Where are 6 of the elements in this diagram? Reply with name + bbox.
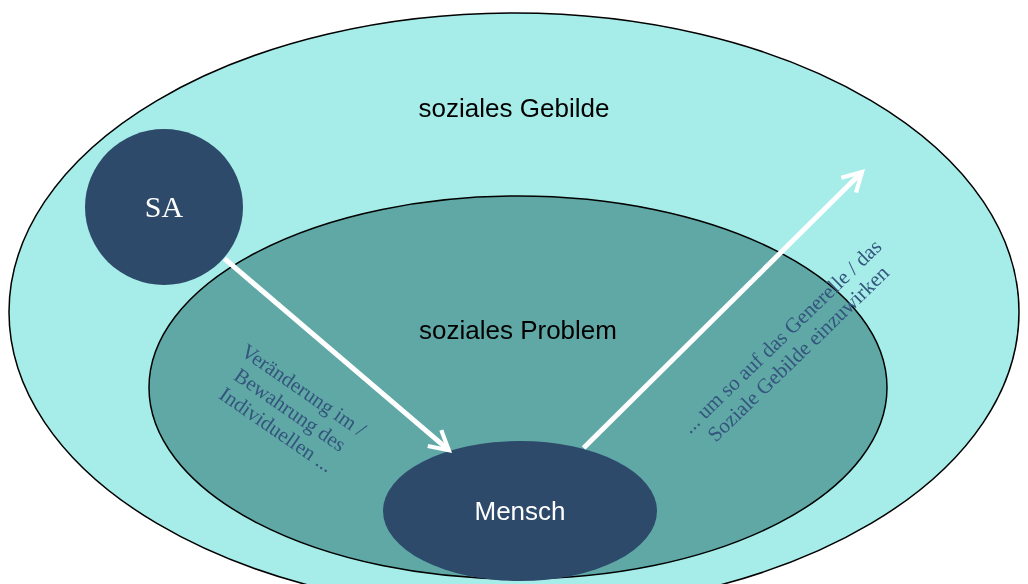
node-label: soziales Gebilde: [418, 92, 610, 124]
arrow: [581, 169, 865, 450]
arrow: [222, 256, 451, 453]
node-label: Mensch: [474, 495, 566, 527]
node-label: SA: [144, 190, 184, 224]
node-label: soziales Problem: [419, 314, 617, 346]
